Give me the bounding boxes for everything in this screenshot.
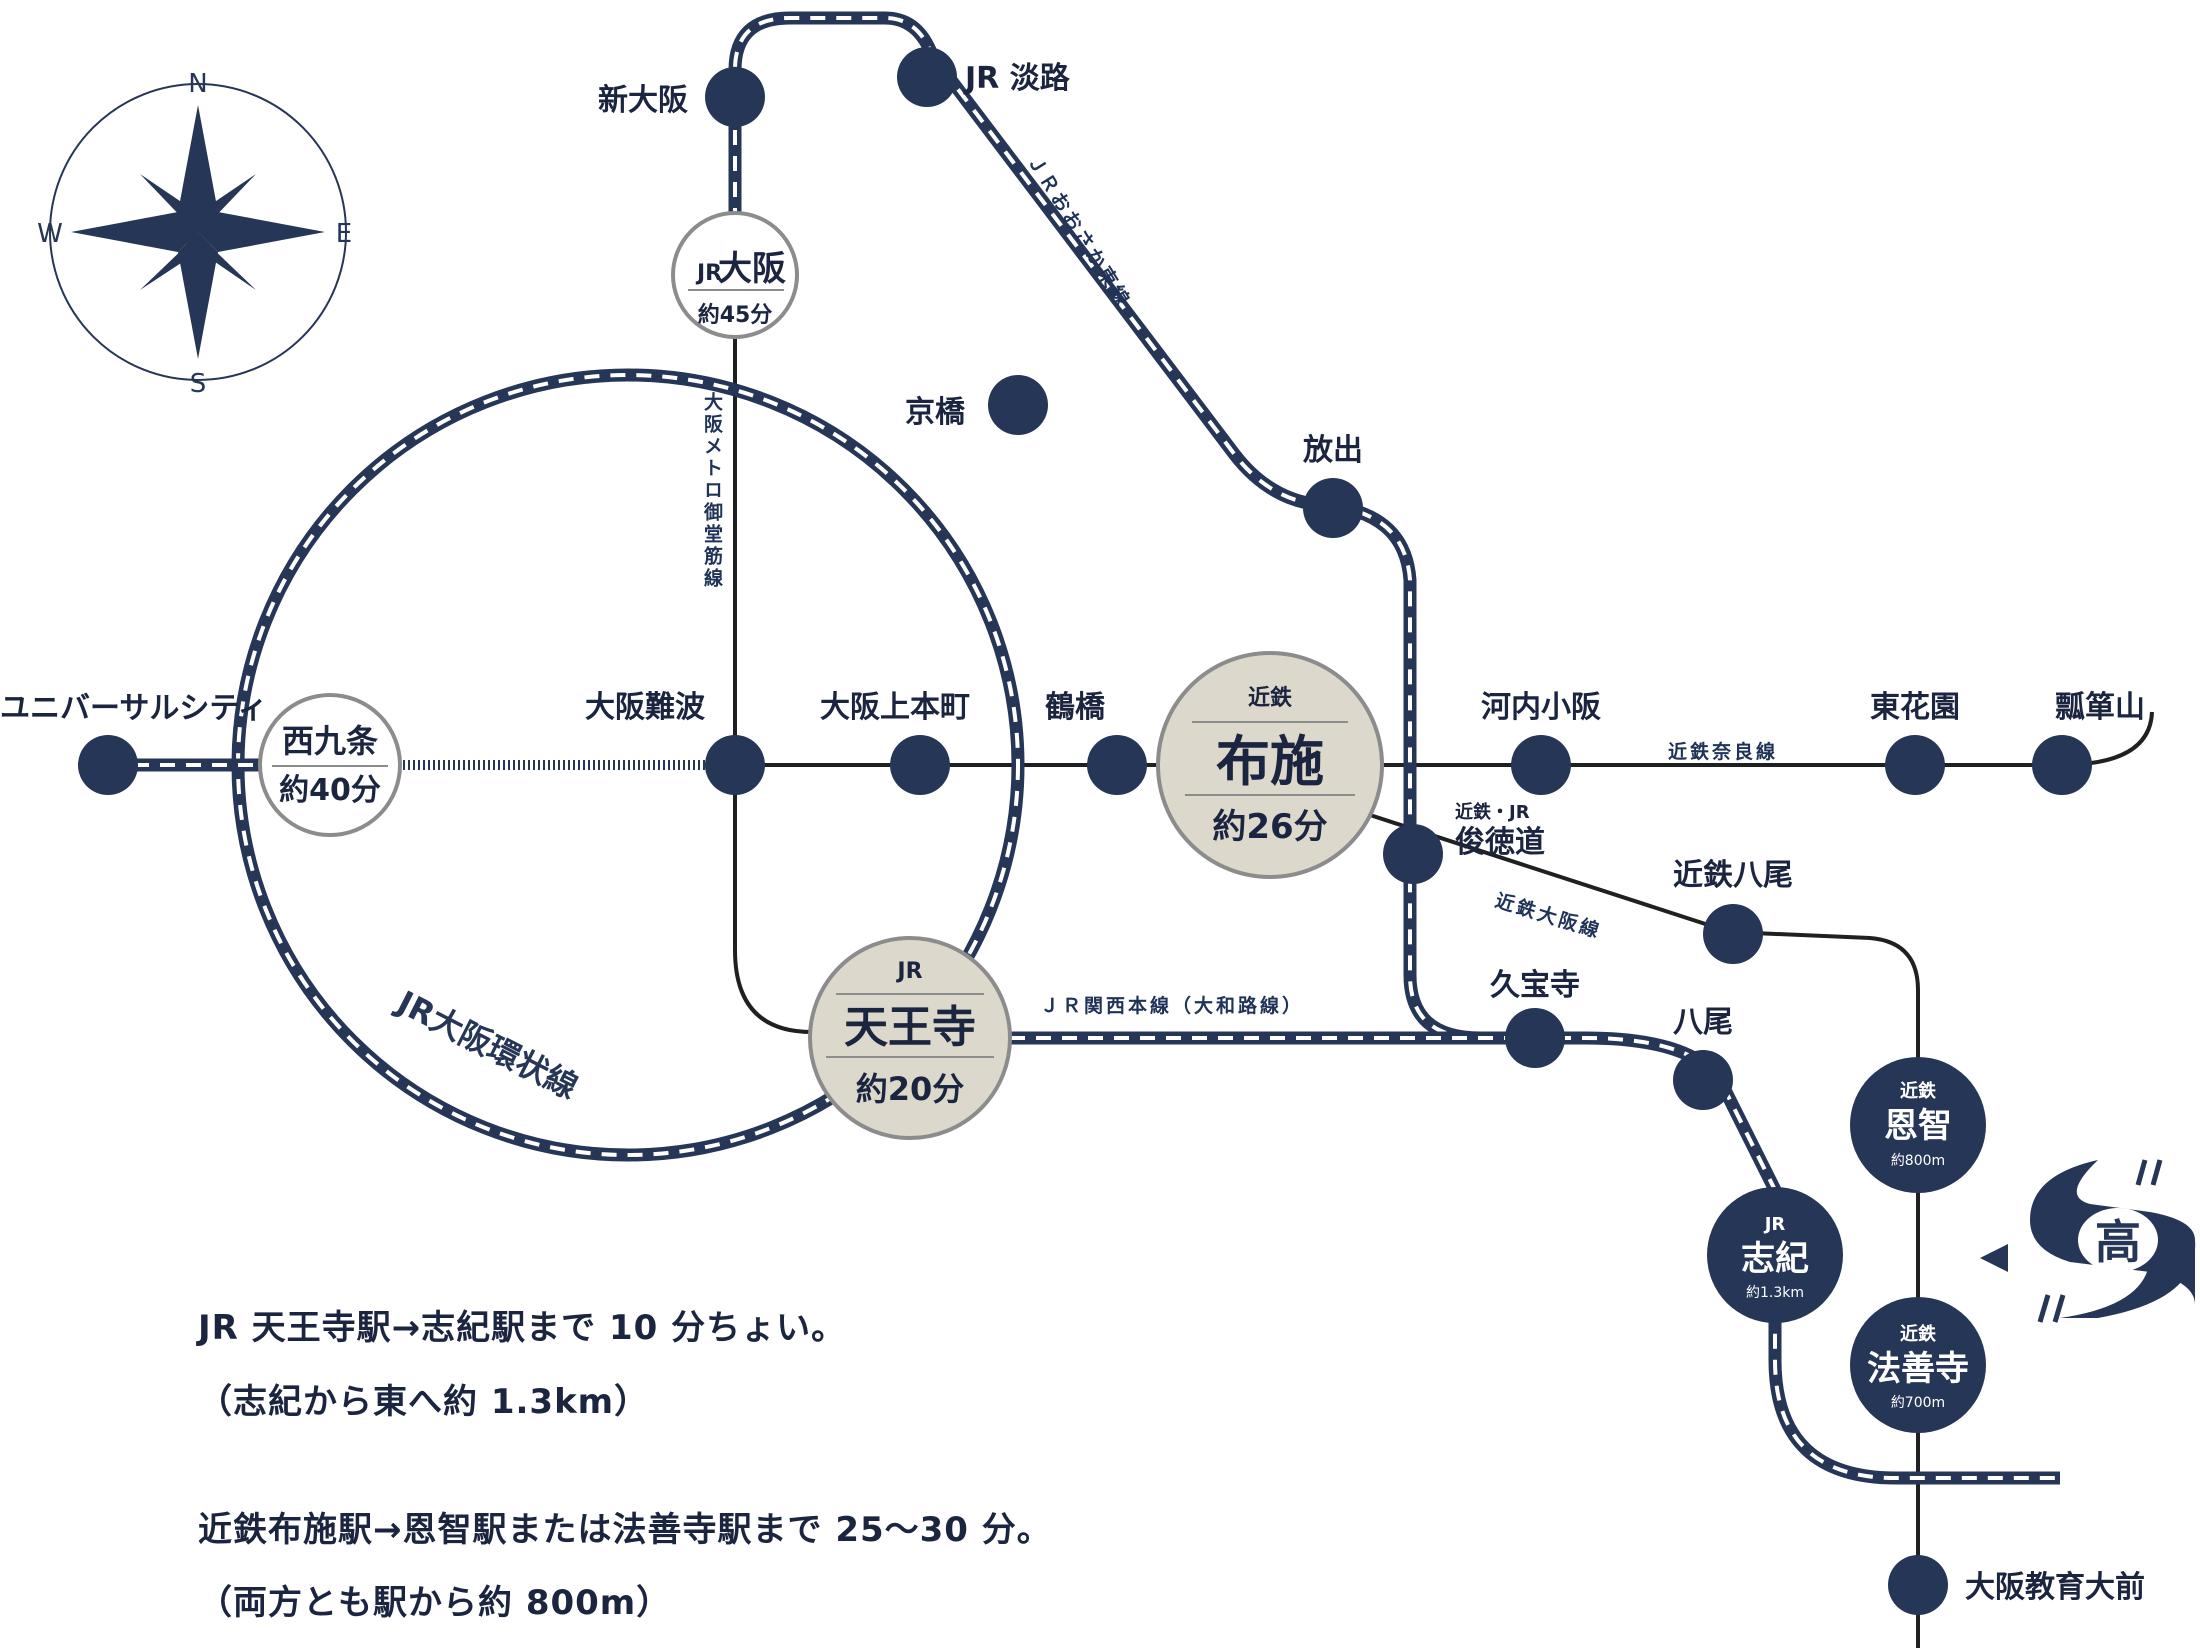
- label-midosuji: 大阪メトロ御堂筋線: [701, 391, 724, 590]
- dot-hyotanyama: [2032, 735, 2092, 795]
- dot-kyuhoji: [1505, 1008, 1565, 1068]
- note-line-4: （両方とも駅から約 800m）: [198, 1583, 672, 1623]
- station-kintetsu-yao: 近鉄八尾: [1673, 858, 1793, 893]
- dot-uehonmachi: [890, 735, 950, 795]
- kintetsu-osaka-line: [1369, 813, 1920, 1648]
- station-jr-awaji: JR 淡路: [963, 61, 1071, 96]
- svg-text:西九条: 西九条: [282, 722, 378, 760]
- dest-station-hozenji: 近鉄 法善寺 約700m: [1850, 1297, 1986, 1433]
- svg-text:法善寺: 法善寺: [1867, 1349, 1969, 1389]
- school-logo-icon: 高: [1980, 1159, 2196, 1323]
- logo-text: 高: [2095, 1215, 2141, 1269]
- dot-higashi-hanazono: [1885, 735, 1945, 795]
- label-kintetsu-nara: 近鉄奈良線: [1668, 740, 1778, 763]
- compass-e: E: [336, 219, 352, 249]
- dot-kyobashi: [988, 375, 1048, 435]
- svg-text:約20分: 約20分: [856, 1070, 965, 1108]
- svg-text:約26分: 約26分: [1212, 807, 1327, 847]
- station-shin-osaka: 新大阪: [598, 83, 688, 118]
- station-tsuruhashi: 鶴橋: [1045, 690, 1106, 725]
- station-dots: [78, 47, 2092, 1615]
- dot-kawachi-kosaka: [1511, 735, 1571, 795]
- dot-shuntokumichi: [1383, 824, 1443, 884]
- svg-text:恩智: 恩智: [1884, 1106, 1952, 1146]
- svg-text:JR: JR: [695, 261, 722, 286]
- big-station-fuse: 近鉄 布施 約26分: [1156, 651, 1384, 879]
- station-yao: 八尾: [1673, 1005, 1733, 1040]
- svg-text:約40分: 約40分: [279, 773, 381, 808]
- midosuji-line: [733, 275, 813, 1034]
- compass-rose-icon: N S E W: [37, 69, 352, 399]
- svg-text:約700m: 約700m: [1891, 1395, 1945, 1411]
- dot-usj: [78, 735, 138, 795]
- svg-text:大阪: 大阪: [718, 249, 786, 289]
- jr-osaka-higashi-line: [728, 11, 1481, 1045]
- compass-n: N: [188, 69, 207, 99]
- dot-jr-awaji: [897, 47, 957, 107]
- dot-namba: [705, 735, 765, 795]
- note-line-1: JR 天王寺駅→志紀駅まで 10 分ちょい。: [198, 1308, 847, 1348]
- dest-station-onji: 近鉄 恩智 約800m: [1850, 1057, 1986, 1193]
- station-uehonmachi: 大阪上本町: [820, 690, 970, 725]
- note-line-3: 近鉄布施駅→恩智駅または法善寺駅まで 25〜30 分。: [198, 1510, 1052, 1550]
- station-hanaten: 放出: [1302, 433, 1363, 468]
- station-usj: ユニバーサルシティ: [0, 691, 268, 726]
- dot-hanaten: [1303, 478, 1363, 538]
- svg-text:布施: 布施: [1216, 730, 1324, 793]
- compass-s: S: [190, 369, 207, 399]
- svg-text:近鉄: 近鉄: [1248, 685, 1292, 711]
- dot-kintetsu-yao: [1703, 904, 1763, 964]
- dot-tsuruhashi: [1087, 735, 1147, 795]
- compass-w: W: [37, 219, 63, 249]
- svg-text:近鉄: 近鉄: [1900, 1080, 1936, 1102]
- svg-text:約45分: 約45分: [698, 302, 773, 328]
- label-kintetsu-osaka: 近鉄大阪線: [1493, 889, 1605, 943]
- big-station-tennoji: JR 天王寺 約20分: [808, 936, 1012, 1140]
- station-kyuhoji: 久宝寺: [1490, 968, 1580, 1003]
- note-line-2: （志紀から東へ約 1.3km）: [198, 1382, 650, 1422]
- svg-text:天王寺: 天王寺: [844, 1002, 976, 1053]
- station-hyotanyama: 瓢箪山: [2055, 690, 2145, 725]
- station-shuntokumichi-pre: 近鉄・JR: [1455, 801, 1530, 823]
- dot-yao: [1673, 1050, 1733, 1110]
- label-jr-osaka-higashi: ＪＲおおさか東線: [1023, 150, 1136, 311]
- station-kawachi-kosaka: 河内小阪: [1481, 690, 1601, 725]
- jr-kansai-line: [1010, 1031, 2060, 1485]
- svg-text:JR: JR: [895, 959, 922, 984]
- svg-text:約800m: 約800m: [1891, 1153, 1945, 1169]
- station-osaka-kyoiku: 大阪教育大前: [1965, 1570, 2145, 1605]
- big-station-nishikujo: 西九条 約40分: [258, 693, 402, 837]
- svg-text:近鉄: 近鉄: [1900, 1323, 1936, 1345]
- station-namba: 大阪難波: [585, 690, 706, 725]
- station-shuntokumichi: 俊徳道: [1455, 825, 1545, 860]
- svg-text:志紀: 志紀: [1741, 1239, 1809, 1279]
- dest-station-shiki: JR 志紀 約1.3km: [1707, 1187, 1843, 1323]
- jr-lines: [108, 11, 2060, 1485]
- station-higashi-hanazono: 東花園: [1870, 690, 1960, 725]
- dot-shin-osaka: [705, 67, 765, 127]
- dot-osaka-kyoiku: [1888, 1555, 1948, 1615]
- station-kyobashi: 京橋: [905, 395, 966, 430]
- big-station-osaka: JR 大阪 約45分: [671, 211, 799, 339]
- label-jr-kansai: ＪＲ関西本線（大和路線）: [1040, 994, 1304, 1017]
- svg-text:約1.3km: 約1.3km: [1746, 1285, 1804, 1301]
- svg-text:JR: JR: [1763, 1214, 1786, 1235]
